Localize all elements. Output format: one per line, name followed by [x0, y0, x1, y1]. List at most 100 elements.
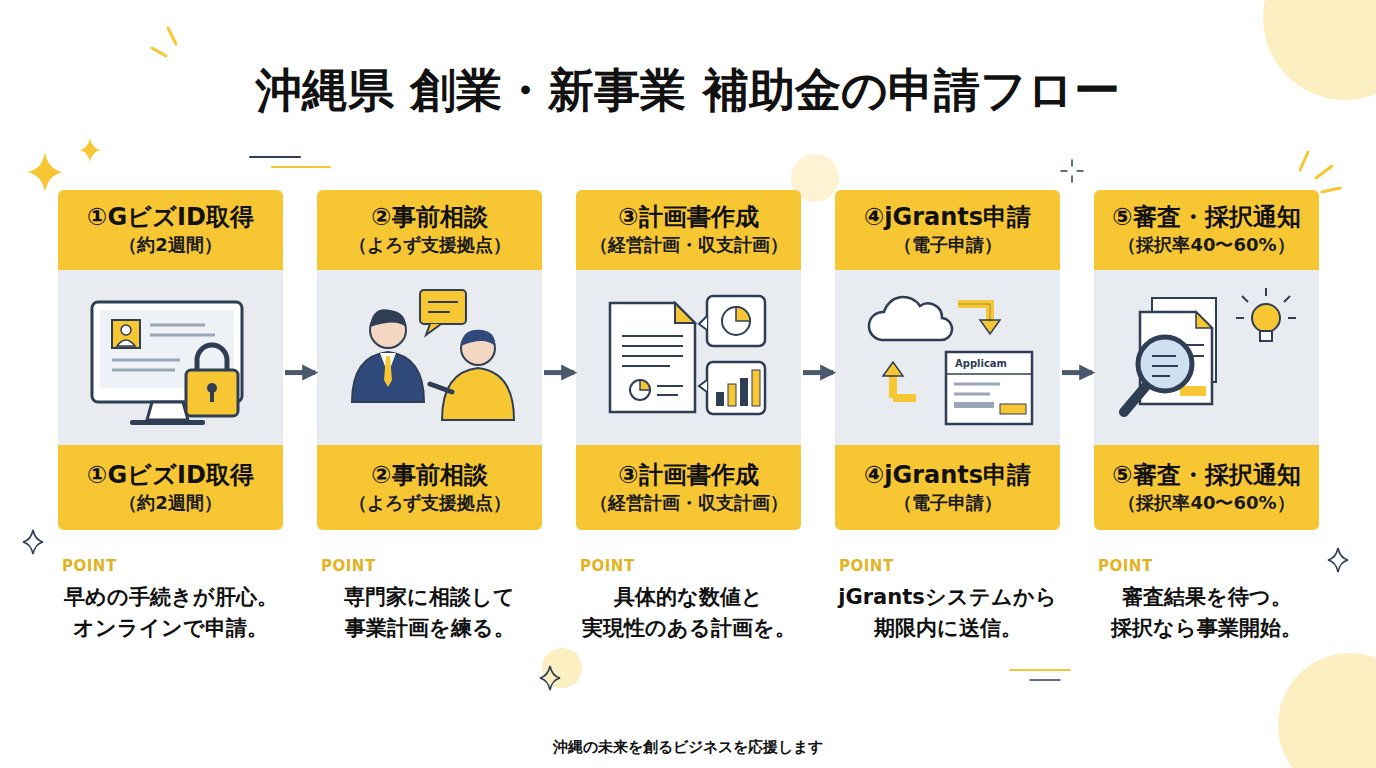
upload-form-icon-part	[893, 394, 916, 402]
decor-dashes-part	[1077, 170, 1083, 172]
monitor-lock-icon-part	[210, 390, 214, 402]
document-chart-icon-part	[699, 380, 707, 392]
step-subtitle: （よろず支援拠点）	[349, 232, 511, 258]
review-magnifier-icon-part	[1260, 331, 1272, 341]
document-chart-icon-part	[622, 335, 683, 337]
review-magnifier-icon-part	[1242, 296, 1248, 302]
form-caption: Applicam	[955, 358, 1025, 370]
consultation-icon-part	[384, 356, 392, 387]
decor-sparkles-part	[1328, 548, 1348, 572]
document-chart-icon-part	[640, 380, 650, 390]
step-title: ②事前相談	[371, 202, 487, 232]
step-subtitle: （経営計画・収支計画）	[590, 490, 788, 516]
document-chart-icon-part	[622, 345, 683, 347]
step-title: ②事前相談	[371, 460, 487, 490]
step-subtitle: （約2週間）	[119, 490, 222, 516]
decor-circles-part	[1278, 653, 1376, 768]
document-chart-icon-part	[722, 307, 750, 335]
step-header-band: ①GビズID取得（約2週間）	[58, 190, 283, 270]
step-subtitle: （経営計画・収支計画）	[590, 232, 788, 258]
document-chart-icon-part	[622, 365, 670, 367]
consultation-icon-part	[352, 352, 424, 402]
consultation-icon-part	[370, 309, 406, 327]
point-heading: POINT	[62, 556, 142, 576]
flow-arrow	[544, 370, 574, 375]
document-chart-icon-part	[752, 370, 760, 406]
review-magnifier-icon-part	[1152, 298, 1216, 382]
decor-sparkles-part	[23, 530, 43, 554]
decor-rays-part	[1300, 152, 1308, 170]
review-magnifier-icon-part	[1152, 365, 1178, 367]
upload-form-icon-part	[980, 320, 1000, 334]
point-note: 具体的な数値と 実現性のある計画を。	[566, 582, 811, 644]
decor-circles-part	[542, 648, 582, 688]
upload-form-icon-part	[889, 374, 897, 398]
flow-arrow	[803, 370, 833, 375]
monitor-lock-icon-part	[112, 359, 180, 362]
upload-form-icon-part	[1000, 404, 1026, 414]
diagram-title: 沖縄県 創業・新事業 補助金の申請フロー	[0, 60, 1376, 120]
document-chart-icon-part	[675, 303, 695, 323]
step-footer-band: ①GビズID取得（約2週間）	[58, 445, 283, 530]
review-magnifier-icon-part	[1190, 355, 1204, 357]
step-card: ③計画書作成（経営計画・収支計画）③計画書作成（経営計画・収支計画）	[576, 190, 801, 530]
review-magnifier-icon-part	[1288, 317, 1296, 319]
decor-dashes-part	[272, 166, 330, 168]
review-magnifier-icon-part	[1152, 375, 1170, 377]
decor-dashes-part	[1071, 160, 1073, 166]
step-card: ①GビズID取得（約2週間）①GビズID取得（約2週間）	[58, 190, 283, 530]
monitor-lock-icon-part	[112, 320, 140, 348]
document-chart-icon-part	[657, 394, 678, 396]
consultation-icon-part	[428, 301, 458, 303]
point-heading: POINT	[1098, 556, 1178, 576]
step-title: ③計画書作成	[618, 202, 758, 232]
step-subtitle: （採択率40〜60%）	[1118, 490, 1294, 516]
decor-sparkles-part	[540, 666, 560, 690]
step-subtitle: （よろず支援拠点）	[349, 490, 511, 516]
review-magnifier-icon-part	[1265, 288, 1267, 296]
document-chart-icon-part	[728, 384, 736, 406]
monitor-lock-icon-part	[207, 383, 217, 393]
point-heading: POINT	[580, 556, 660, 576]
decor-circles-part	[1263, 0, 1376, 100]
upload-form-icon-part	[954, 393, 990, 396]
document-chart-icon-part	[610, 303, 695, 412]
monitor-lock-icon-part	[130, 420, 205, 425]
monitor-lock-icon	[92, 302, 242, 425]
document-chart-icon-part	[622, 355, 683, 357]
document-chart-icon-part	[716, 392, 724, 406]
consultation-icon-part	[420, 290, 466, 324]
decor-rays-part	[1322, 188, 1340, 192]
review-magnifier-icon-part	[1196, 312, 1212, 328]
review-magnifier-icon-part	[1236, 317, 1244, 319]
document-chart-icon-part	[740, 378, 748, 406]
review-magnifier-icon-part	[1140, 312, 1212, 404]
flow-arrow	[1062, 370, 1092, 375]
consultation-icon-part	[426, 324, 441, 335]
monitor-lock-icon-part	[92, 302, 242, 402]
flow-arrow	[285, 370, 315, 375]
step-title: ①GビズID取得	[87, 202, 254, 232]
document-chart-icon	[610, 296, 765, 414]
review-magnifier-icon-part	[1252, 304, 1280, 332]
upload-form-icon-part	[883, 362, 903, 376]
decor-sparkles	[23, 138, 1348, 690]
point-note: jGrantsシステムから 期限内に送信。	[825, 582, 1070, 644]
decor-dashes-part	[1061, 170, 1067, 172]
step-header-band: ②事前相談（よろず支援拠点）	[317, 190, 542, 270]
step-title: ④jGrants申請	[864, 202, 1031, 232]
review-magnifier-icon-part	[1138, 337, 1192, 391]
review-magnifier-icon-part	[1180, 386, 1206, 396]
upload-form-icon-part	[869, 297, 952, 340]
review-magnifier-icon-part	[1152, 355, 1176, 357]
review-magnifier-icon-part	[1124, 386, 1146, 412]
consultation-icon-part	[461, 330, 495, 346]
consultation-icon-part	[442, 368, 514, 420]
step-title: ③計画書作成	[618, 460, 758, 490]
consultation-icon-part	[430, 384, 452, 392]
step-card: ②事前相談（よろず支援拠点）②事前相談（よろず支援拠点）	[317, 190, 542, 530]
monitor-lock-icon-part	[121, 325, 131, 335]
step-header-band: ④jGrants申請（電子申請）	[835, 190, 1060, 270]
step-subtitle: （電子申請）	[894, 490, 1002, 516]
